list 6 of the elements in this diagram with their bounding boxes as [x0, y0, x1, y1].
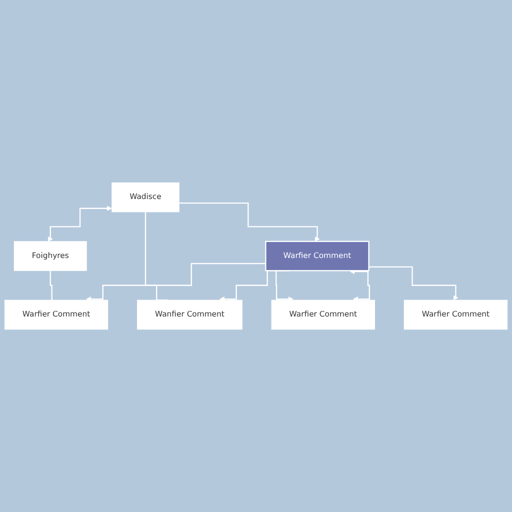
- arrow: [179, 202, 320, 242]
- arrow: [368, 266, 458, 300]
- arrow: [350, 268, 370, 302]
- connector: [50, 270, 54, 301]
- arrow: [86, 262, 266, 302]
- arrow: [48, 206, 112, 242]
